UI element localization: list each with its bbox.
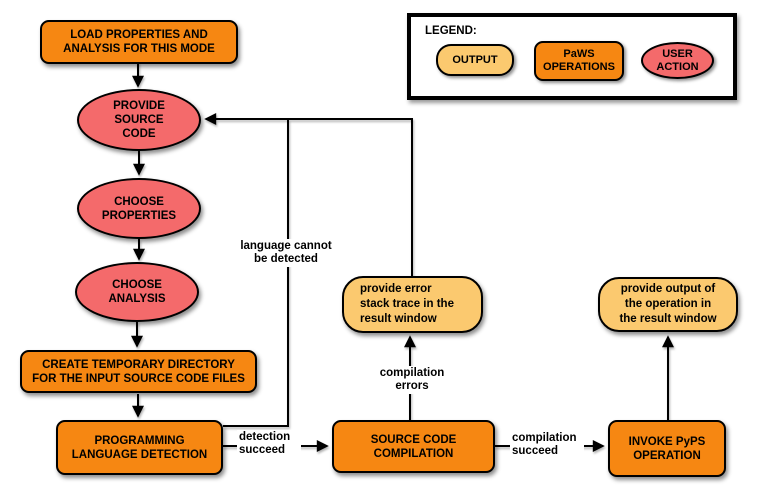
node-choose-analysis-label: CHOOSE ANALYSIS xyxy=(108,279,166,305)
edge-label-detection-succeed: detection succeed xyxy=(237,430,301,458)
legend-item-output: OUTPUT xyxy=(436,44,514,76)
node-provide-error-stack-trace: provide error stack trace in the result … xyxy=(342,276,483,333)
node-invoke-pyps-operation-label: INVOKE PyPS OPERATION xyxy=(628,435,706,462)
node-source-code-compilation: SOURCE CODE COMPILATION xyxy=(332,420,495,473)
node-create-temp-dir-label: CREATE TEMPORARY DIRECTORY FOR THE INPUT… xyxy=(32,358,245,385)
node-choose-properties-label: CHOOSE PROPERTIES xyxy=(101,195,177,222)
legend-item-user-action: USER ACTION xyxy=(641,42,714,79)
node-load-properties-label: LOAD PROPERTIES AND ANALYSIS FOR THIS MO… xyxy=(63,29,215,55)
node-provide-source-code-label: PROVIDE SOURCE CODE xyxy=(113,100,165,140)
legend-item-paws-operations-label: PaWS OPERATIONS xyxy=(543,48,615,73)
node-provide-error-stack-trace-label: provide error stack trace in the result … xyxy=(360,283,454,325)
legend: LEGEND: OUTPUT PaWS OPERATIONS USER ACTI… xyxy=(407,13,737,100)
node-choose-analysis: CHOOSE ANALYSIS xyxy=(75,262,199,322)
edge-error-stack-to-provide-source xyxy=(204,113,413,276)
edge-language-cannot-be-detected xyxy=(223,120,289,427)
legend-item-output-label: OUTPUT xyxy=(452,53,498,66)
node-invoke-pyps-operation: INVOKE PyPS OPERATION xyxy=(608,420,726,477)
node-programming-language-detection: PROGRAMMING LANGUAGE DETECTION xyxy=(56,420,223,475)
node-source-code-compilation-label: SOURCE CODE COMPILATION xyxy=(370,433,457,460)
legend-item-paws-operations: PaWS OPERATIONS xyxy=(534,41,624,81)
node-provide-output-label: provide output of the operation in the r… xyxy=(619,283,717,325)
edge-label-compilation-errors: compilation errors xyxy=(373,366,451,394)
legend-title: LEGEND: xyxy=(425,25,477,37)
node-choose-properties: CHOOSE PROPERTIES xyxy=(77,178,201,239)
edge-label-compilation-succeed: compilation succeed xyxy=(510,431,584,459)
node-load-properties: LOAD PROPERTIES AND ANALYSIS FOR THIS MO… xyxy=(40,20,238,64)
edge-label-language-cannot-be-detected: language cannot be detected xyxy=(229,239,343,267)
node-create-temp-dir: CREATE TEMPORARY DIRECTORY FOR THE INPUT… xyxy=(20,350,257,393)
node-provide-source-code: PROVIDE SOURCE CODE xyxy=(77,89,201,151)
legend-item-user-action-label: USER ACTION xyxy=(656,47,699,73)
node-provide-output: provide output of the operation in the r… xyxy=(598,277,738,332)
node-programming-language-detection-label: PROGRAMMING LANGUAGE DETECTION xyxy=(71,434,208,461)
